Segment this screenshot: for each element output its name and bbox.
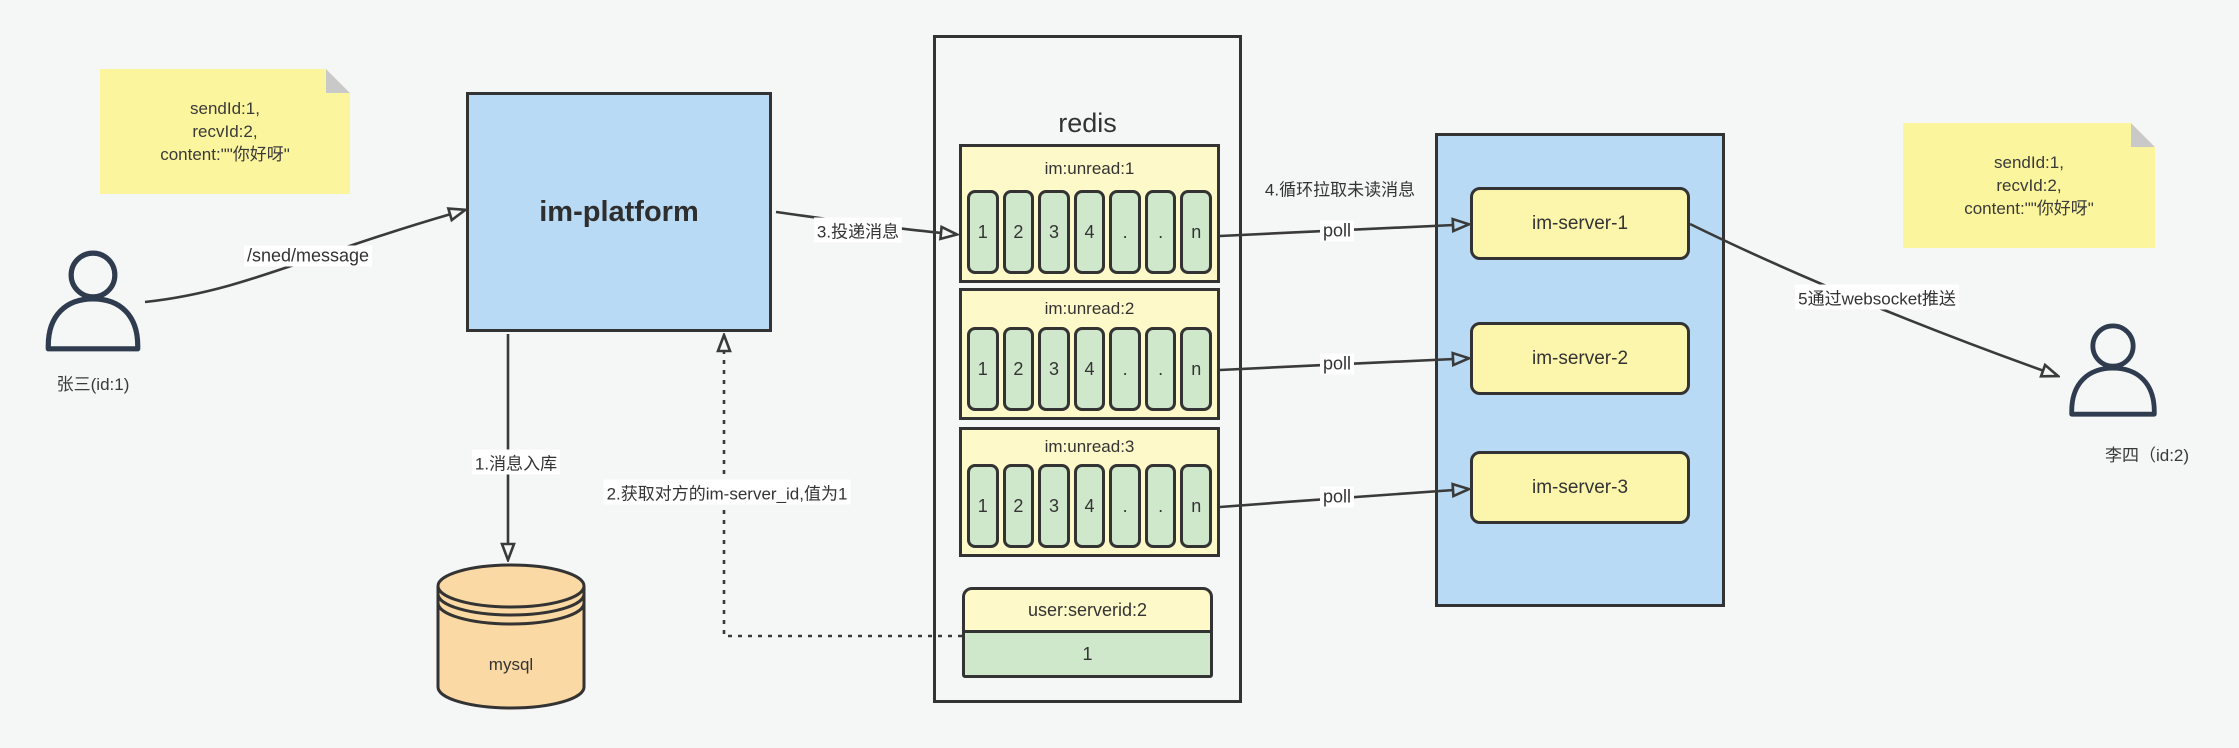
note-line: sendId:1, <box>190 99 260 118</box>
note-fold-icon <box>326 69 350 93</box>
queue-im-unread-3: im:unread:3 1 2 3 4 . . n <box>959 427 1220 557</box>
queue-cell: 1 <box>967 464 999 548</box>
edge-label-step3: 3.投递消息 <box>813 217 903 243</box>
queue-cell: . <box>1109 464 1141 548</box>
note-fold-icon <box>2131 123 2155 147</box>
im-server-3-box: im-server-3 <box>1470 451 1690 524</box>
queue-cell: 3 <box>1038 327 1070 411</box>
edge-label-poll-1: poll <box>1319 220 1355 242</box>
queue-cell: 4 <box>1073 190 1106 274</box>
im-platform-label: im-platform <box>539 195 699 228</box>
edge-label-step2: 2.获取对方的im-server_id,值为1 <box>603 479 851 505</box>
edge-label-step1: 1.消息入库 <box>471 449 561 475</box>
edge-label-poll-2: poll <box>1319 353 1355 375</box>
queue-header: im:unread:3 <box>1044 437 1135 456</box>
queue-cell: . <box>1144 464 1177 548</box>
sticky-note-request: sendId:1, recvId:2, content:""你好呀" <box>100 69 350 194</box>
mysql-database-icon <box>436 563 586 710</box>
queue-im-unread-2: im:unread:2 1 2 3 4 . . n <box>959 288 1220 420</box>
queue-cell: 2 <box>1002 190 1035 274</box>
im-platform-box: im-platform <box>466 92 772 332</box>
note-line: content:""你好呀" <box>1964 199 2094 218</box>
queue-cell: n <box>1180 190 1213 274</box>
queue-header: im:unread:2 <box>1044 299 1135 318</box>
receiver-label: 李四（id:2) <box>2104 446 2190 465</box>
im-server-2-label: im-server-2 <box>1531 347 1629 369</box>
note-line: recvId:2, <box>1996 176 2062 195</box>
queue-cell: 1 <box>967 190 999 274</box>
queue-cell: . <box>1144 190 1177 274</box>
queue-cell: 3 <box>1038 464 1070 548</box>
queue-cell: . <box>1109 327 1141 411</box>
sender-label: 张三(id:1) <box>56 375 130 394</box>
note-line: content:""你好呀" <box>160 145 290 164</box>
im-server-3-label: im-server-3 <box>1531 476 1629 498</box>
queue-cell: 4 <box>1073 464 1106 548</box>
queue-cell: 1 <box>967 327 999 411</box>
queue-cells: 1 2 3 4 . . n <box>967 464 1213 548</box>
queue-cells: 1 2 3 4 . . n <box>967 327 1213 411</box>
edge-label-poll-3: poll <box>1319 486 1355 508</box>
mysql-label: mysql <box>488 655 534 674</box>
user-icon-sender <box>45 250 141 352</box>
user-serverid-value: 1 <box>965 633 1210 675</box>
im-server-2-box: im-server-2 <box>1470 322 1690 395</box>
user-icon-receiver <box>2069 323 2157 417</box>
note-line: recvId:2, <box>192 122 258 141</box>
queue-cell: n <box>1180 327 1213 411</box>
user-serverid-key: user:serverid:2 <box>965 590 1210 633</box>
edge-label-step5: 5通过websocket推送 <box>1795 284 1959 310</box>
redis-title: redis <box>1058 108 1117 138</box>
queue-cells: 1 2 3 4 . . n <box>967 190 1213 274</box>
queue-cell: 3 <box>1038 190 1070 274</box>
edge-label-send-message: /sned/message <box>243 245 373 267</box>
queue-header: im:unread:1 <box>1044 158 1135 178</box>
edge-label-step4: 4.循环拉取未读消息 <box>1264 180 1416 200</box>
queue-im-unread-1: im:unread:1 1 2 3 4 . . n <box>959 144 1220 283</box>
queue-cell: 4 <box>1073 327 1106 411</box>
note-line: sendId:1, <box>1994 153 2064 172</box>
queue-cell: 2 <box>1002 464 1035 548</box>
queue-cell: n <box>1180 464 1213 548</box>
im-server-1-box: im-server-1 <box>1470 187 1690 260</box>
user-serverid-map: user:serverid:2 1 <box>962 587 1213 678</box>
queue-cell: . <box>1144 327 1177 411</box>
sticky-note-push: sendId:1, recvId:2, content:""你好呀" <box>1903 123 2155 248</box>
queue-cell: . <box>1109 190 1141 274</box>
queue-cell: 2 <box>1002 327 1035 411</box>
im-server-1-label: im-server-1 <box>1531 212 1629 234</box>
